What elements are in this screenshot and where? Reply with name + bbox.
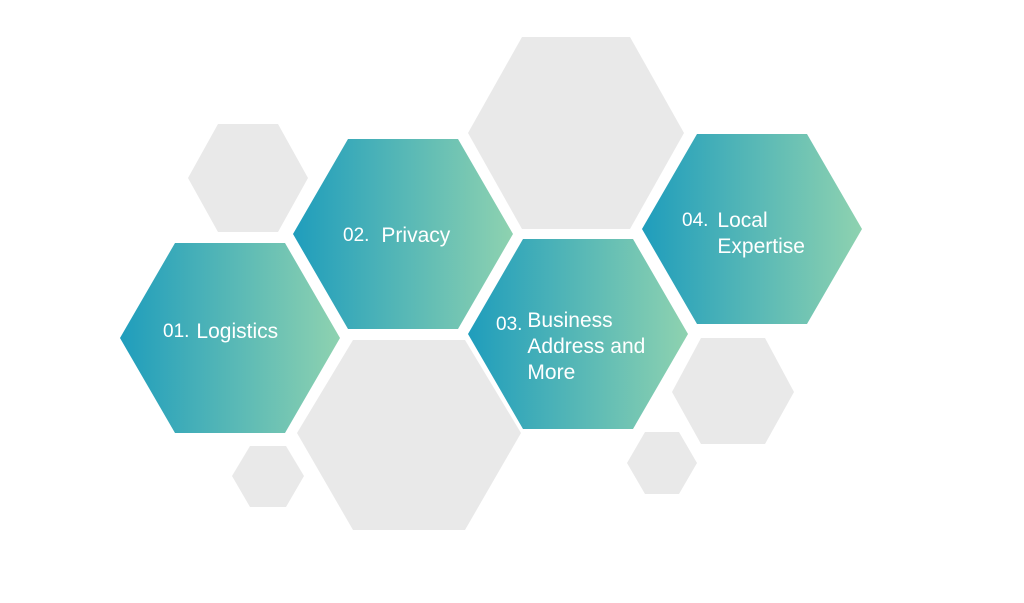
step-label-04: 04. Local Expertise xyxy=(682,208,805,260)
step-text-03-line-2: Address and xyxy=(527,335,646,358)
step-hexagon-01 xyxy=(120,243,340,433)
decor-hexagon-small-bottom-left xyxy=(232,446,304,507)
step-hexagon-03 xyxy=(468,239,688,429)
step-label-02: 02. Privacy xyxy=(343,223,450,249)
step-text-04-line-2: Expertise xyxy=(717,235,805,258)
step-label-01: 01. Logistics xyxy=(163,319,278,345)
step-hexagon-02 xyxy=(293,139,513,329)
step-text-03-line-1: Business xyxy=(527,309,613,332)
step-text-04-line-1: Local xyxy=(717,209,768,232)
decor-hexagon-right xyxy=(672,338,794,444)
step-text-01: Logistics xyxy=(196,320,279,343)
step-number-03: 03. xyxy=(496,314,523,335)
step-hexagon-04 xyxy=(642,134,862,324)
step-label-03: 03. Business Address and More xyxy=(496,308,645,386)
step-number-02: 02. xyxy=(343,225,370,246)
decor-hexagon-small-right xyxy=(627,432,697,494)
decor-hexagon-bottom-center xyxy=(297,340,521,530)
decor-hexagon-top-left xyxy=(188,124,308,232)
step-number-01: 01. xyxy=(163,321,190,342)
step-text-03-line-3: More xyxy=(527,361,576,384)
step-number-04: 04. xyxy=(682,210,709,231)
step-text-02: Privacy xyxy=(381,224,451,247)
decor-hexagon-top-center xyxy=(468,37,684,229)
